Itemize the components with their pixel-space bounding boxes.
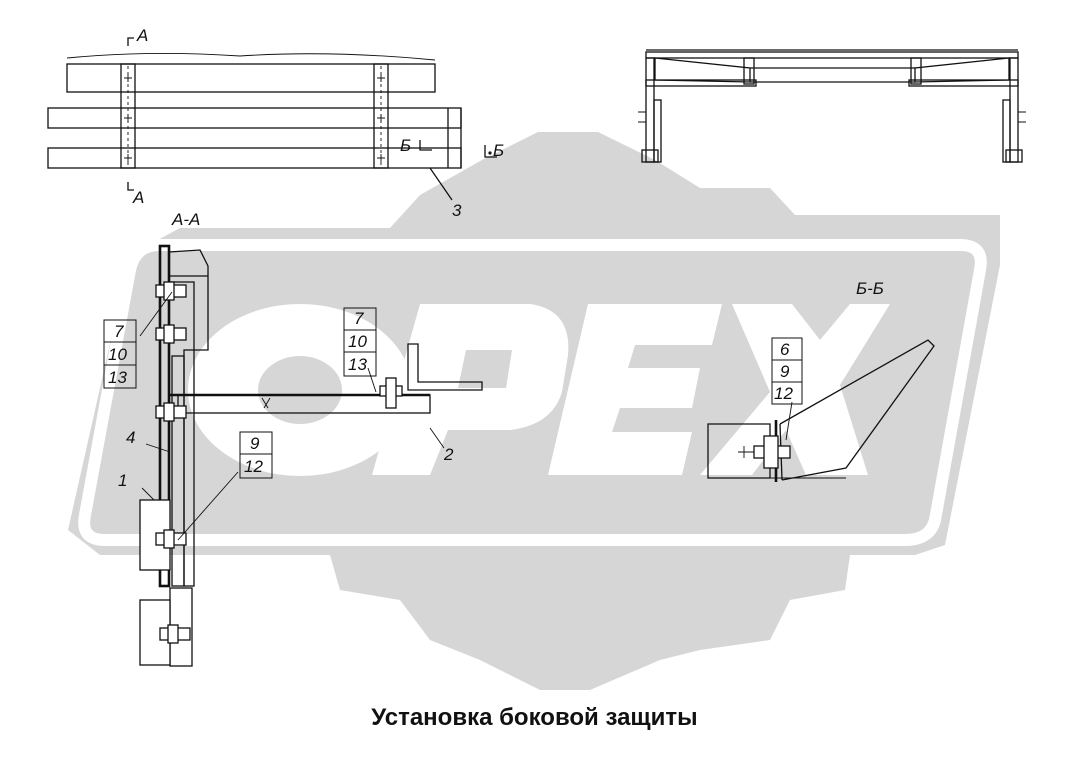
callout-part-1: 1 xyxy=(118,471,127,490)
drawing-caption: Установка боковой защиты xyxy=(371,704,698,731)
section-a-a-title: А-А xyxy=(171,210,200,229)
plan-view xyxy=(47,37,497,201)
callout-part-2: 2 xyxy=(443,445,454,464)
section-b-b-title: Б-Б xyxy=(856,279,884,298)
callout-a-left-2: 10 xyxy=(108,345,127,364)
end-view xyxy=(638,49,1026,163)
section-mark-b-right: Б xyxy=(493,141,504,160)
callout-a-mid-1: 7 xyxy=(354,309,364,328)
callout-b-1: 6 xyxy=(780,340,790,359)
section-a-a xyxy=(103,244,483,667)
callout-a-mid-3: 13 xyxy=(348,355,367,374)
callout-a-low-2: 12 xyxy=(244,457,263,476)
callout-a-low-1: 9 xyxy=(250,434,260,453)
section-mark-a-bottom: А xyxy=(132,188,144,207)
callout-part-4: 4 xyxy=(126,428,135,447)
callout-b-3: 12 xyxy=(774,384,793,403)
section-mark-b-plan: Б xyxy=(400,136,411,155)
watermark-frame xyxy=(78,239,987,546)
callout-a-left-3: 13 xyxy=(108,368,127,387)
section-b-b xyxy=(707,337,935,482)
callout-b-2: 9 xyxy=(780,362,790,381)
callout-a-mid-2: 10 xyxy=(348,332,367,351)
callout-part-3: 3 xyxy=(452,201,462,220)
callout-a-left-1: 7 xyxy=(114,322,124,341)
watermark-logo xyxy=(68,132,1000,690)
section-mark-a-top: А xyxy=(136,26,148,45)
